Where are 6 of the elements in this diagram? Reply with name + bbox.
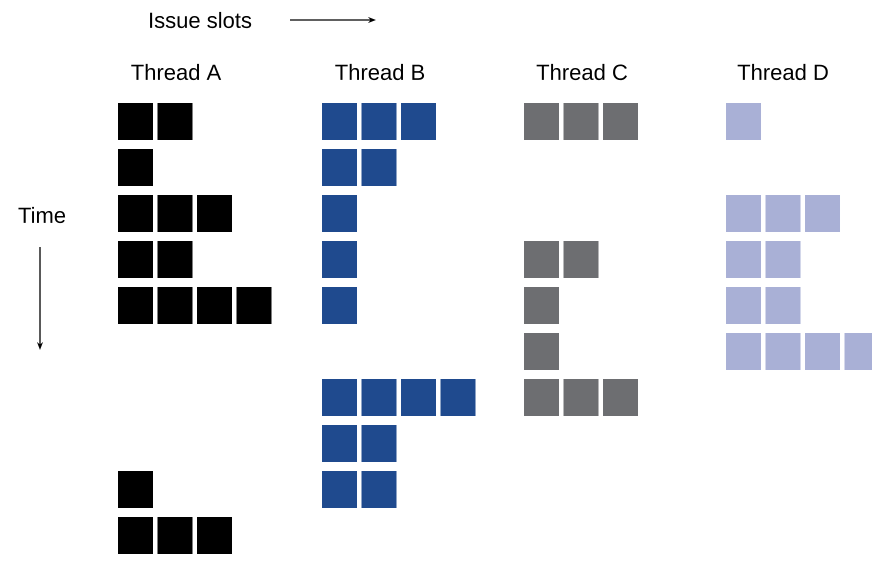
- text-label: Thread A: [131, 64, 222, 80]
- text-label: Time: [18, 206, 66, 224]
- text-label: Thread B: [335, 64, 424, 80]
- text-label: Thread C: [536, 64, 627, 80]
- text-label: Issue slots: [150, 12, 252, 28]
- text-label: Thread D: [738, 64, 828, 80]
